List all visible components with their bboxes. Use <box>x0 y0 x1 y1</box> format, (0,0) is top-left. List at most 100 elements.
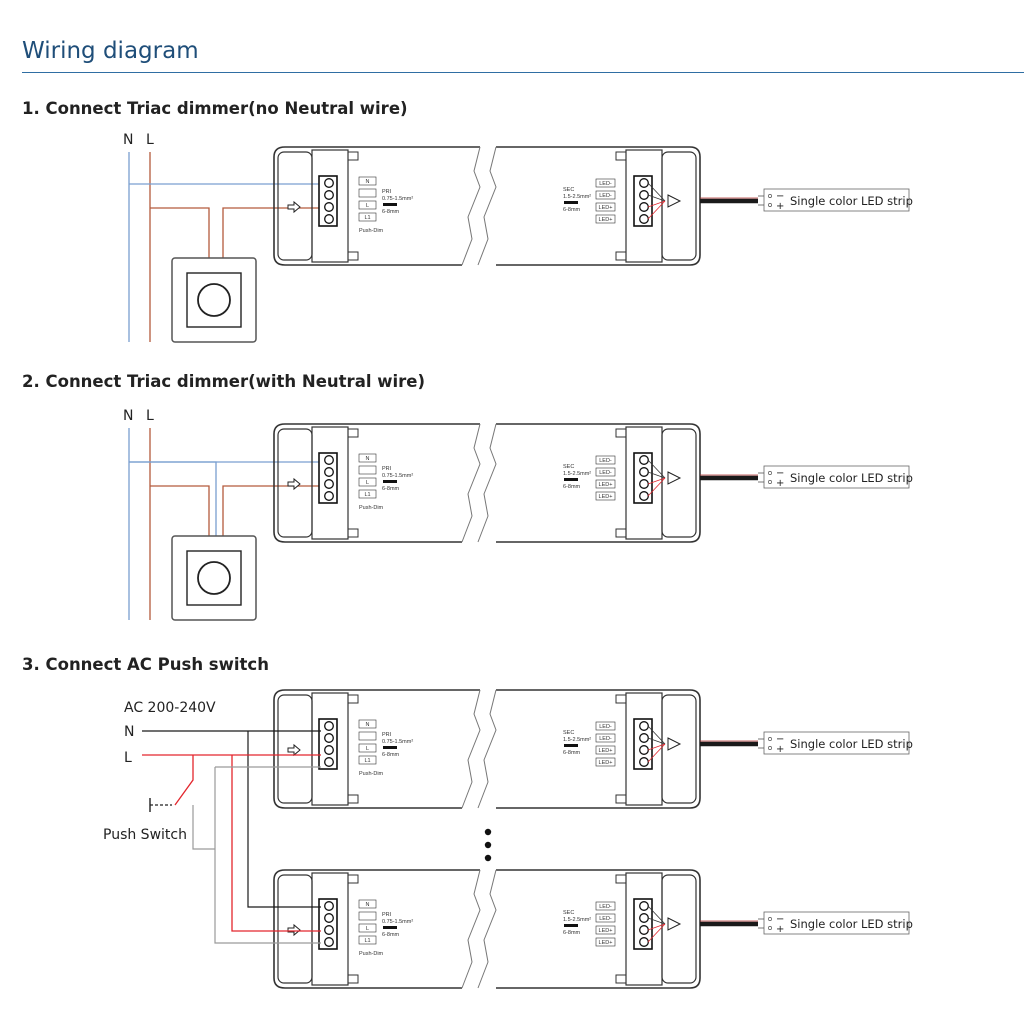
supply-label: AC 200-240V <box>124 700 216 716</box>
page-title: Wiring diagram <box>22 38 199 64</box>
driver-housing-right <box>496 689 701 809</box>
input-terminal-screw <box>324 721 334 731</box>
output-wire <box>647 471 666 479</box>
input-terminal-label-box <box>358 477 377 487</box>
input-terminal-screw <box>324 901 334 911</box>
output-arrow-icon <box>667 917 682 931</box>
live-to-dimmer <box>150 485 210 536</box>
led-strip-plus: + <box>776 201 784 212</box>
input-terminal-screw <box>324 733 334 743</box>
strip-pad <box>768 926 772 930</box>
output-terminal-screw <box>639 937 649 947</box>
input-terminal-block <box>318 175 338 227</box>
clip <box>615 874 627 884</box>
input-terminal-label: N <box>366 722 370 728</box>
output-wire <box>647 200 666 208</box>
strip-pad <box>768 746 772 750</box>
input-terminal-block <box>318 898 338 950</box>
terminal-cover-right <box>625 149 663 263</box>
section-2-title: 2. Connect Triac dimmer(with Neutral wir… <box>22 372 426 391</box>
output-terminal-label-box <box>595 745 616 755</box>
output-wire-size: 1.5-2.5mm² <box>563 917 591 923</box>
clip <box>347 428 359 438</box>
led-strip-plus: + <box>776 924 784 935</box>
input-terminal-label-box <box>358 911 377 921</box>
output-wire-size: 1.5-2.5mm² <box>563 737 591 743</box>
output-wire <box>647 200 666 220</box>
output-terminal-screw <box>639 491 649 501</box>
l1-to-driver-2 <box>214 767 321 944</box>
strip-length-bar <box>564 924 578 927</box>
live-label: L <box>146 408 154 424</box>
terminal-cover-right <box>625 692 663 806</box>
neutral-label: N <box>124 724 134 740</box>
output-terminal-label: LED- <box>599 458 612 464</box>
driver-housing-left <box>273 869 480 989</box>
clip <box>615 794 627 804</box>
push-dim-note: Push-Dim <box>359 505 384 511</box>
input-terminal-label-box <box>358 899 377 909</box>
clip <box>615 251 627 261</box>
output-wire <box>647 725 666 745</box>
led-driver: NLL1Push-DimPRI0.75-1.5mm²6-8mmLED-LED-L… <box>273 869 913 989</box>
output-terminal-label: LED- <box>599 193 612 199</box>
break-line <box>461 689 481 809</box>
input-terminal-block <box>318 718 338 770</box>
output-terminal-screw <box>639 190 649 200</box>
clip <box>347 151 359 161</box>
output-terminal-screw <box>639 479 649 489</box>
input-terminal-screw <box>324 178 334 188</box>
input-terminal-label-box <box>358 489 377 499</box>
output-strip-length: 6-8mm <box>563 750 581 756</box>
strip-pad <box>768 471 772 475</box>
input-terminal-label: L <box>366 480 369 486</box>
output-spec-label: SEC <box>563 464 574 470</box>
section-1-title: 1. Connect Triac dimmer(no Neutral wire) <box>22 99 408 118</box>
input-terminal-label-box <box>358 923 377 933</box>
input-spec-label: PRI <box>382 732 392 738</box>
terminal-cover-left <box>311 426 349 540</box>
output-wire <box>647 194 666 202</box>
clip <box>615 428 627 438</box>
led-driver: NLL1Push-DimPRI0.75-1.5mm²6-8mmLED-LED-L… <box>273 689 913 809</box>
output-terminal-label-box <box>595 491 616 501</box>
output-terminal-label-box <box>595 913 616 923</box>
end-cap-right <box>661 874 697 984</box>
input-terminal-label-box <box>358 188 377 198</box>
input-terminal-screw <box>324 202 334 212</box>
terminal-cover-left <box>311 692 349 806</box>
led-strip-plus: + <box>776 478 784 489</box>
input-terminal-screw <box>324 925 334 935</box>
input-terminal-label: N <box>366 179 370 185</box>
output-terminal-label-box <box>595 467 616 477</box>
break-line <box>461 423 481 543</box>
strip-pad <box>768 203 772 207</box>
strip-length-bar <box>564 201 578 204</box>
output-terminal-label: LED+ <box>599 494 613 500</box>
end-cap-right <box>661 428 697 538</box>
output-terminal-label-box <box>595 721 616 731</box>
terminal-cover-right <box>625 872 663 986</box>
output-wire <box>647 477 666 497</box>
input-arrow-icon <box>287 200 301 214</box>
output-terminal-label: LED- <box>599 904 612 910</box>
output-spec-label: SEC <box>563 910 574 916</box>
input-terminal-label-box <box>358 935 377 945</box>
clip <box>347 528 359 538</box>
output-terminal-screw <box>639 913 649 923</box>
input-wire-size: 0.75-1.5mm² <box>382 739 413 745</box>
input-terminal-screw <box>324 479 334 489</box>
output-strip-length: 6-8mm <box>563 484 581 490</box>
dimmer-to-driver <box>222 485 321 536</box>
input-arrow-icon <box>287 923 301 937</box>
output-terminal-screw <box>639 925 649 935</box>
input-terminal-screw <box>324 937 334 947</box>
input-terminal-label: L1 <box>364 758 370 764</box>
input-terminal-label-box <box>358 453 377 463</box>
output-terminal-label-box <box>595 190 616 200</box>
input-terminal-screw <box>324 214 334 224</box>
clip <box>347 794 359 804</box>
output-terminal-label: LED- <box>599 181 612 187</box>
output-terminal-label: LED+ <box>599 760 613 766</box>
